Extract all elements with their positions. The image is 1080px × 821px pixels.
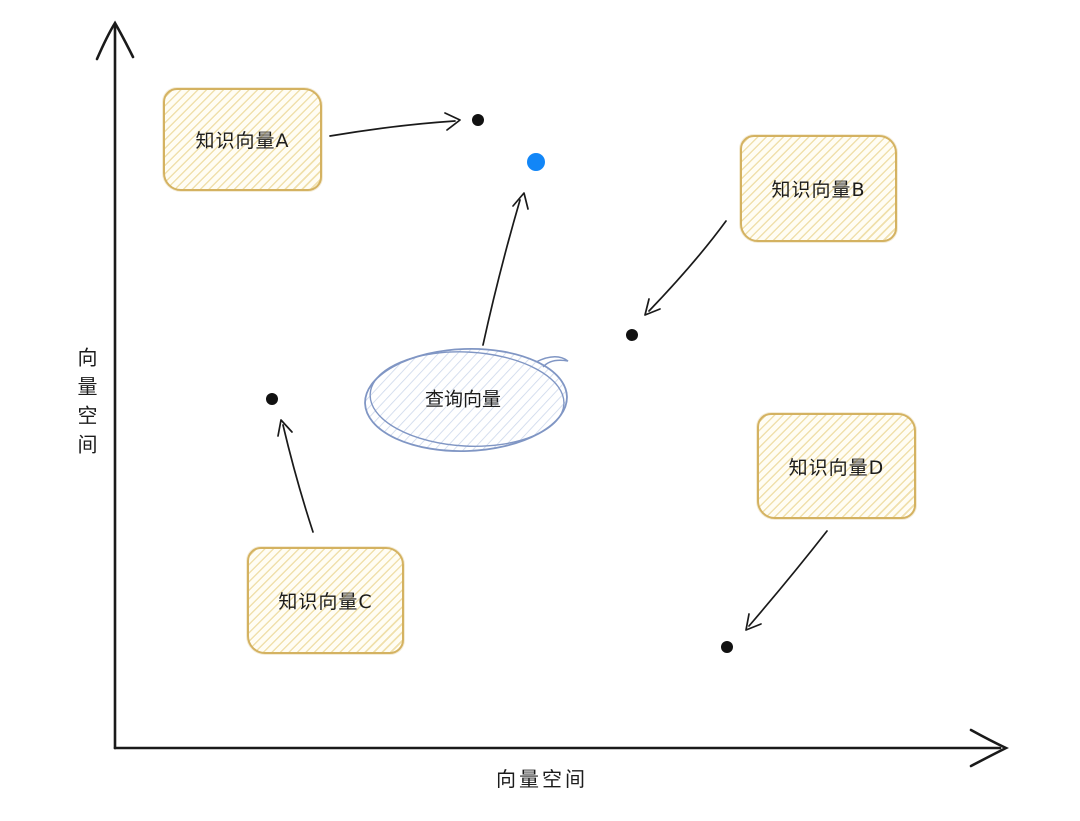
node-label: 知识向量D bbox=[788, 456, 885, 479]
point-knowledge-a bbox=[472, 114, 484, 126]
arrow-c-to-point bbox=[277, 419, 314, 533]
query-vector-label: 查询向量 bbox=[424, 388, 502, 411]
x-axis bbox=[113, 728, 1009, 768]
node-label: 知识向量B bbox=[771, 179, 866, 201]
y-axis-label: 向量空间 bbox=[74, 347, 98, 463]
arrow-a-to-point bbox=[329, 112, 461, 137]
node-knowledge-vector-c: 知识向量C bbox=[247, 547, 404, 654]
node-knowledge-vector-d: 知识向量D bbox=[757, 413, 916, 519]
arrow-b-to-point bbox=[644, 220, 727, 316]
node-knowledge-vector-b: 知识向量B bbox=[740, 135, 897, 242]
y-axis-arrowhead-icon bbox=[95, 20, 135, 61]
point-knowledge-d bbox=[721, 641, 733, 653]
node-label: 知识向量C bbox=[278, 591, 373, 613]
y-axis bbox=[95, 20, 135, 750]
point-knowledge-c bbox=[266, 393, 278, 405]
arrow-query-to-point bbox=[482, 192, 529, 346]
x-axis-label: 向量空间 bbox=[496, 767, 588, 791]
point-knowledge-b bbox=[626, 329, 638, 341]
query-vector-bubble bbox=[364, 348, 569, 452]
node-knowledge-vector-a: 知识向量A bbox=[163, 88, 322, 191]
x-axis-arrowhead-icon bbox=[969, 728, 1009, 768]
node-label: 知识向量A bbox=[195, 130, 290, 152]
arrow-d-to-point bbox=[745, 530, 828, 631]
bubble-squiggle-icon bbox=[535, 356, 569, 368]
point-query-vector bbox=[527, 153, 545, 171]
